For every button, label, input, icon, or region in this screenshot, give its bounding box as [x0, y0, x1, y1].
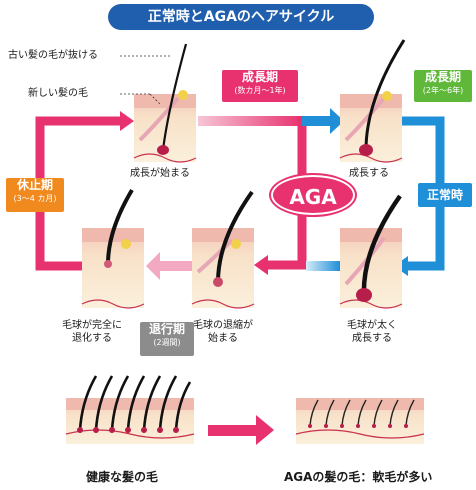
panel-bulb-thick	[339, 194, 403, 309]
aga-down-arrow	[266, 116, 307, 270]
panel-bulb-shrink	[191, 190, 255, 309]
label-bulb-done-line2: 退化する	[72, 333, 112, 344]
normal-arrow-segment-2	[306, 261, 340, 271]
panel-growth-starts	[133, 43, 197, 163]
panel-grows	[339, 39, 406, 163]
phase-telogen: 休止期 (3〜4 カ月)	[6, 178, 64, 212]
phase-telogen-period: (3〜4 カ月)	[13, 194, 57, 203]
label-bulb-thick-line1: 毛球が太く	[347, 320, 397, 331]
phase-anagen-normal-period: (2年〜6年)	[422, 86, 464, 95]
phase-anagen-aga-name: 成長期	[241, 70, 278, 84]
phase-normal-label: 正常時	[426, 188, 463, 202]
phase-anagen-aga-period: (数カ月〜1年)	[234, 86, 286, 95]
phase-anagen-aga: 成長期 (数カ月〜1年)	[222, 70, 298, 102]
diagram-title: 正常時とAGAのヘアサイクル	[108, 4, 374, 30]
phase-normal: 正常時	[418, 183, 472, 207]
phase-catagen: 退行期 (2週間)	[140, 322, 194, 356]
aga-badge: AGA	[271, 175, 355, 215]
label-grows: 成長する	[349, 168, 389, 179]
footer-arrowhead	[256, 415, 274, 445]
arrowhead-to-panel5b	[146, 252, 160, 280]
label-bulb-shrink-line2: 始まる	[208, 333, 238, 344]
arrowhead-to-panel5	[254, 255, 268, 275]
label-growth-starts: 成長が始まる	[130, 168, 190, 179]
label-new-hair: 新しい髪の毛	[28, 88, 88, 99]
label-bulb-done-line1: 毛球が完全に	[62, 320, 122, 331]
catagen-arrow	[158, 261, 192, 271]
aga-growth-arrow-fade	[198, 116, 302, 126]
phase-catagen-period: (2週間)	[153, 338, 181, 347]
label-bulb-thick-line2: 成長する	[352, 333, 392, 344]
footer-arrow-body	[208, 425, 258, 436]
arrowhead-to-panel2	[330, 108, 344, 134]
label-bulb-shrink-line1: 毛球の退縮が	[193, 320, 253, 331]
footer-healthy-label: 健康な髪の毛	[86, 470, 159, 484]
phase-catagen-name: 退行期	[148, 322, 185, 336]
label-old-hair-falls: 古い髪の毛が抜ける	[8, 50, 98, 61]
phase-anagen-normal-name: 成長期	[424, 70, 461, 84]
panel-bulb-degenerated	[81, 188, 145, 309]
phase-anagen-normal: 成長期 (2年〜6年)	[414, 70, 472, 102]
healthy-scalp-image	[65, 375, 195, 444]
aga-scalp-image	[295, 398, 425, 444]
arrowhead-to-panel1	[120, 111, 134, 131]
footer-aga-label: AGAの髪の毛：軟毛が多い	[284, 470, 433, 484]
phase-telogen-name: 休止期	[16, 178, 53, 192]
normal-arrow-segment-1	[302, 116, 334, 126]
